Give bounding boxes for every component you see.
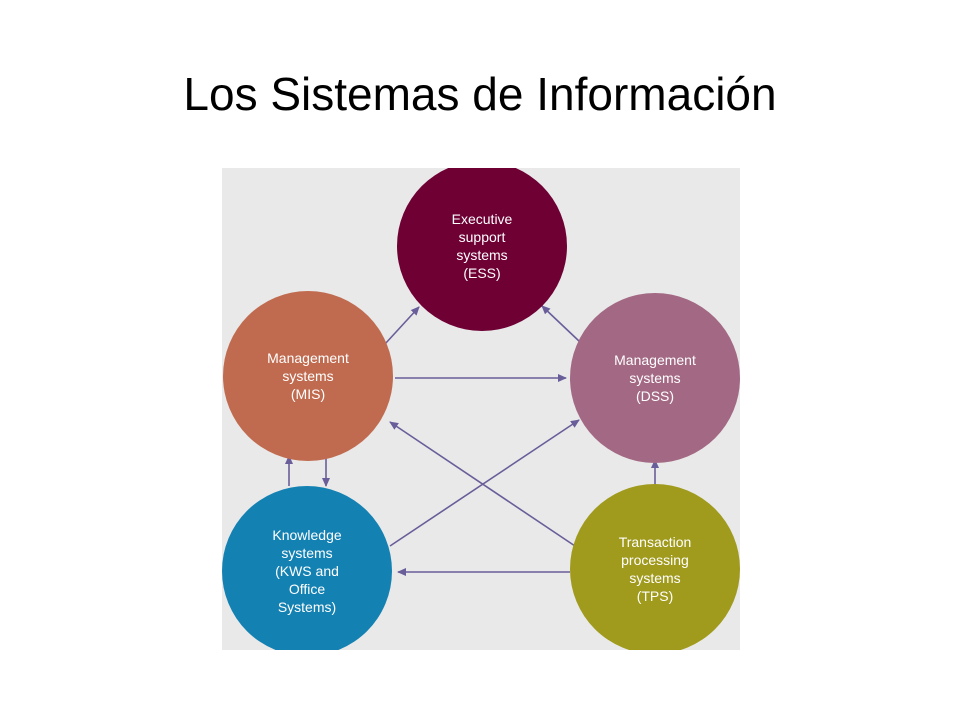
node-label-tps: systems — [629, 570, 680, 586]
arrow-dss-to-ess — [541, 305, 581, 343]
node-mis: Management systems (MIS) — [223, 291, 393, 461]
arrow-kws-to-dss — [389, 419, 580, 547]
node-label-dss: (DSS) — [636, 388, 674, 404]
node-tps: Transaction processing systems (TPS) — [570, 484, 740, 650]
node-circle-dss — [570, 293, 740, 463]
node-label-tps: Transaction — [619, 534, 692, 550]
node-dss: Management systems (DSS) — [570, 293, 740, 463]
node-label-kws: Systems) — [278, 599, 336, 615]
diagram-canvas: Executive support systems (ESS) Management sy… — [222, 168, 740, 650]
node-label-kws: Office — [289, 581, 326, 597]
node-label-tps: processing — [621, 552, 689, 568]
node-label-ess: support — [459, 229, 506, 245]
arrow-mis-to-ess — [384, 306, 420, 345]
node-label-mis: systems — [282, 368, 333, 384]
edges-layer — [285, 305, 659, 576]
arrow-tps-to-mis — [389, 421, 576, 547]
node-label-dss: Management — [614, 352, 696, 368]
node-label-dss: systems — [629, 370, 680, 386]
node-label-mis: Management — [267, 350, 349, 366]
node-label-kws: Knowledge — [272, 527, 341, 543]
node-label-kws: systems — [281, 545, 332, 561]
node-circle-ess — [397, 168, 567, 331]
node-label-tps: (TPS) — [637, 588, 674, 604]
node-label-mis: (MIS) — [291, 386, 325, 402]
node-label-ess: systems — [456, 247, 507, 263]
node-circle-mis — [223, 291, 393, 461]
node-circle-kws — [222, 486, 392, 650]
node-label-ess: (ESS) — [463, 265, 500, 281]
slide-title: Los Sistemas de Información — [183, 68, 777, 120]
node-circle-tps — [570, 484, 740, 650]
node-label-kws: (KWS and — [275, 563, 339, 579]
node-ess: Executive support systems (ESS) — [397, 168, 567, 331]
node-label-ess: Executive — [452, 211, 513, 227]
nodes-layer: Executive support systems (ESS) Management sy… — [222, 168, 740, 650]
information-systems-diagram: Executive support systems (ESS) Management sy… — [222, 168, 740, 650]
